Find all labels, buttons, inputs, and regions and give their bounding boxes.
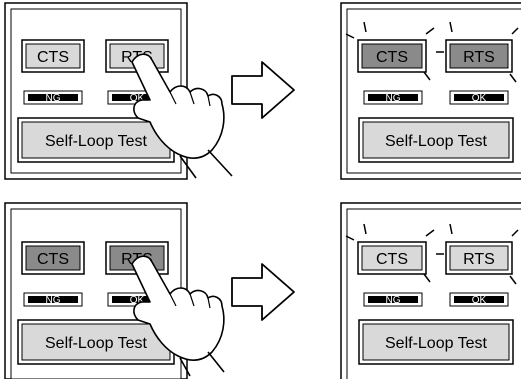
ng-indicator-label: NG bbox=[46, 93, 61, 104]
ok-indicator: OK bbox=[449, 292, 509, 307]
panel-top-left: CTS RTS NG OK Self-Loop Test bbox=[4, 2, 233, 180]
panel-bottom-left: CTS RTS NG OK Self-Loop Test bbox=[4, 202, 225, 379]
cts-button[interactable]: CTS bbox=[21, 241, 85, 275]
ng-indicator: NG bbox=[363, 292, 423, 307]
ok-indicator-label: OK bbox=[472, 93, 487, 104]
self-loop-test-button[interactable]: Self-Loop Test bbox=[17, 117, 175, 163]
self-loop-test-label: Self-Loop Test bbox=[45, 335, 148, 352]
panel-frame-inner bbox=[346, 208, 521, 379]
self-loop-test-button[interactable]: Self-Loop Test bbox=[17, 319, 175, 365]
pointing-hand-icon bbox=[131, 53, 233, 179]
rts-button-label: RTS bbox=[463, 49, 495, 66]
cts-button-label: CTS bbox=[376, 251, 408, 268]
cts-button-label: CTS bbox=[376, 49, 408, 66]
panel-frame-inner bbox=[346, 8, 521, 174]
pointing-hand-icon bbox=[131, 255, 225, 377]
spark-lines-icon bbox=[345, 21, 519, 83]
ng-indicator-label: NG bbox=[46, 295, 61, 306]
arrow-right-icon bbox=[231, 61, 295, 119]
self-loop-test-button[interactable]: Self-Loop Test bbox=[358, 117, 514, 163]
rts-button[interactable]: RTS bbox=[445, 241, 513, 275]
ng-indicator: NG bbox=[23, 292, 83, 307]
cts-button-label: CTS bbox=[37, 251, 69, 268]
rts-button[interactable]: RTS bbox=[445, 39, 513, 73]
cts-button[interactable]: CTS bbox=[357, 39, 427, 73]
cts-button-label: CTS bbox=[37, 49, 69, 66]
ng-indicator-label: NG bbox=[386, 93, 401, 104]
spark-lines-icon bbox=[345, 223, 519, 285]
ok-indicator-label: OK bbox=[130, 295, 145, 306]
panel-bottom-right: CTS RTS NG OK Self-Loop Test bbox=[340, 202, 521, 379]
rts-button-label: RTS bbox=[463, 251, 495, 268]
ok-indicator-label: OK bbox=[472, 295, 487, 306]
self-loop-test-label: Self-Loop Test bbox=[385, 335, 488, 352]
self-loop-test-button[interactable]: Self-Loop Test bbox=[358, 319, 514, 365]
cts-button[interactable]: CTS bbox=[21, 39, 85, 73]
cts-button[interactable]: CTS bbox=[357, 241, 427, 275]
ng-indicator: NG bbox=[23, 90, 83, 105]
self-loop-test-label: Self-Loop Test bbox=[45, 133, 148, 150]
ng-indicator-label: NG bbox=[386, 295, 401, 306]
ok-indicator-label: OK bbox=[130, 93, 145, 104]
ng-indicator: NG bbox=[363, 90, 423, 105]
self-loop-test-label: Self-Loop Test bbox=[385, 133, 488, 150]
ok-indicator: OK bbox=[449, 90, 509, 105]
arrow-right-icon bbox=[231, 263, 295, 321]
panel-top-right: CTS RTS NG OK Self-Loop Test bbox=[340, 2, 521, 180]
